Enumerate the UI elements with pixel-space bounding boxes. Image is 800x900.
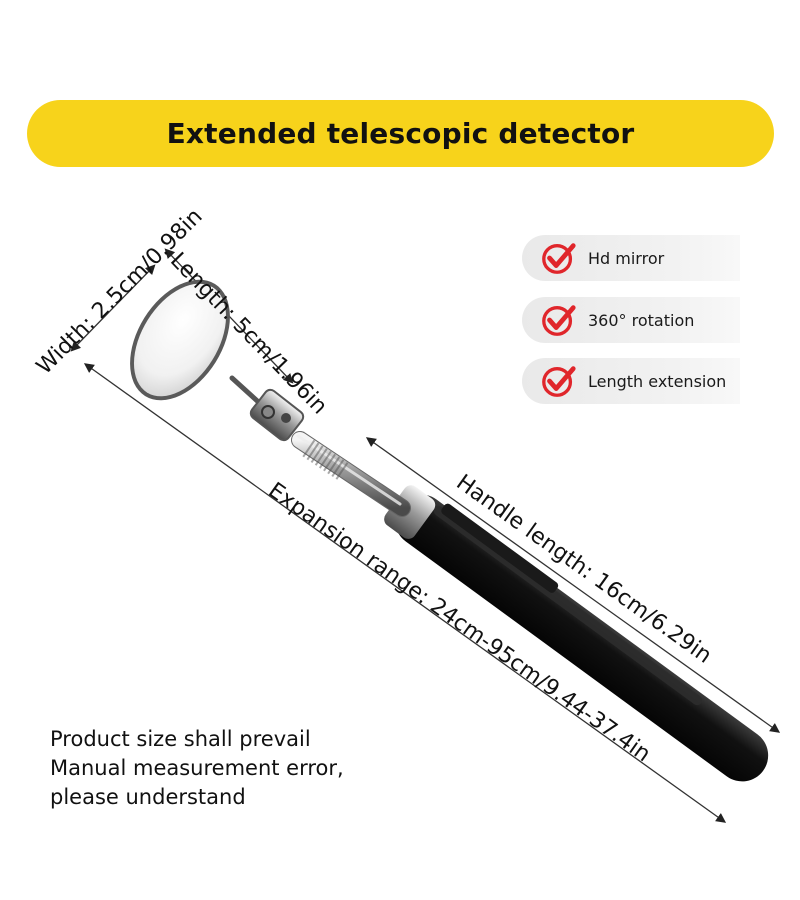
disclaimer-note: Product size shall prevail Manual measur… [50,725,344,812]
mirror-head [130,279,230,401]
width-dimension-line [70,264,156,352]
handle [384,485,769,782]
note-line: Product size shall prevail [50,727,311,751]
feature-label: Hd mirror [588,248,665,268]
title-banner: Extended telescopic detector [27,100,774,167]
telescopic-rod [291,431,411,517]
check-circle-icon [542,243,576,274]
note-line: please understand [50,785,246,809]
note-line: Manual measurement error, [50,756,344,780]
feature-label: 360° rotation [588,310,695,330]
check-circle-icon [542,305,576,336]
handle-dimension-line [365,437,781,733]
banner-title: Extended telescopic detector [166,117,635,150]
feature-rotation: 360° rotation [522,297,740,343]
feature-hd-mirror: Hd mirror [522,235,740,281]
swivel-joint [229,375,305,442]
expansion-dimension-line [83,363,727,823]
